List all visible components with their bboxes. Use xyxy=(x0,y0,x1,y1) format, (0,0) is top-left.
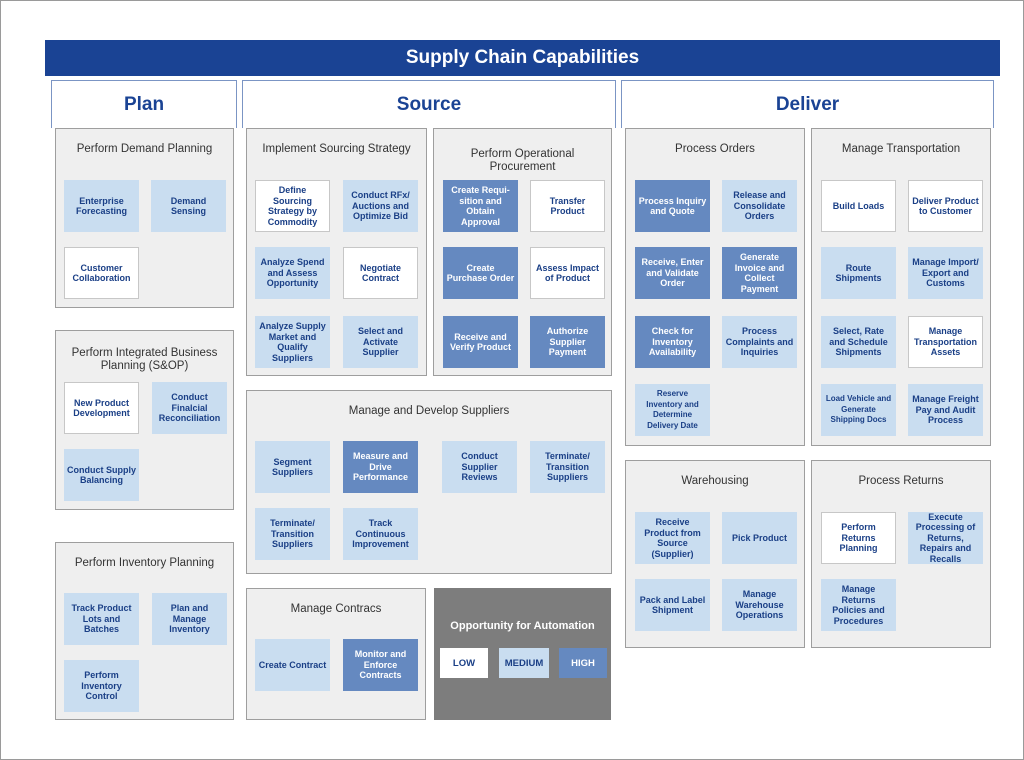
panel-manage-contracts: Manage Contracs Create Contract Monitor … xyxy=(246,588,426,720)
panel-demand-planning: Perform Demand Planning Enterprise Forec… xyxy=(55,128,234,308)
capability-box: Assess Impact of Product xyxy=(530,247,605,299)
capability-box: Process Inquiry and Quote xyxy=(635,180,710,232)
column-header-source: Source xyxy=(242,80,616,128)
legend-medium: MEDIUM xyxy=(499,648,549,678)
panel-title: Manage Contracs xyxy=(290,603,382,615)
capability-box: Perform Inventory Control xyxy=(64,660,139,712)
capability-box: Build Loads xyxy=(821,180,896,232)
capability-box: Execute Processing of Returns, Repairs a… xyxy=(908,512,983,564)
legend-low: LOW xyxy=(440,648,488,678)
panel-title: Implement Sourcing Strategy xyxy=(262,143,411,155)
panel-manage-suppliers: Manage and Develop Suppliers Segment Sup… xyxy=(246,390,612,574)
capability-box: Pack and Label Shipment xyxy=(635,579,710,631)
capability-box: Check for Inventory Availability xyxy=(635,316,710,368)
capability-box: Customer Collaboration xyxy=(64,247,139,299)
panel-title: Warehousing xyxy=(681,475,749,487)
capability-box: Select, Rate and Schedule Shipments xyxy=(821,316,896,368)
capability-box: Enterprise Forecasting xyxy=(64,180,139,232)
panel-process-returns: Process Returns Perform Returns Planning… xyxy=(811,460,991,648)
panel-sop: Perform Integrated Business Planning (S&… xyxy=(55,330,234,510)
capability-box: Release and Consolidate Orders xyxy=(722,180,797,232)
capability-box: Conduct Supply Balancing xyxy=(64,449,139,501)
legend-title: Opportunity for Automation xyxy=(450,620,595,632)
capability-box: Manage Freight Pay and Audit Process xyxy=(908,384,983,436)
panel-title: Perform Integrated Business Planning (S&… xyxy=(71,347,218,372)
capability-box: Demand Sensing xyxy=(151,180,226,232)
capability-box: Transfer Product xyxy=(530,180,605,232)
capability-box: Manage Import/ Export and Customs xyxy=(908,247,983,299)
panel-title: Perform Operational Procurement xyxy=(470,148,575,173)
capability-box: Plan and Manage Inventory xyxy=(152,593,227,645)
capability-box: Track Product Lots and Batches xyxy=(64,593,139,645)
capability-box: Load Vehicle and Generate Shipping Docs xyxy=(821,384,896,436)
panel-manage-transportation: Manage Transportation Build Loads Delive… xyxy=(811,128,991,446)
capability-box: New Product Development xyxy=(64,382,139,434)
panel-title: Process Orders xyxy=(675,143,755,155)
capability-box: Measure and Drive Performance xyxy=(343,441,418,493)
page-title: Supply Chain Capabilities xyxy=(45,40,1000,76)
capability-box: Manage Warehouse Operations xyxy=(722,579,797,631)
capability-box: Analyze Spend and Assess Opportunity xyxy=(255,247,330,299)
capability-box: Conduct Finalcial Reconciliation xyxy=(152,382,227,434)
capability-box: Process Complaints and Inquiries xyxy=(722,316,797,368)
capability-box: Receive and Verify Product xyxy=(443,316,518,368)
capability-box: Terminate/ Transition Suppliers xyxy=(530,441,605,493)
capability-box: Generate Invoice and Collect Payment xyxy=(722,247,797,299)
panel-sourcing-strategy: Implement Sourcing Strategy Define Sourc… xyxy=(246,128,427,376)
panel-title: Manage and Develop Suppliers xyxy=(348,405,510,417)
capability-box: Create Requi-sition and Obtain Approval xyxy=(443,180,518,232)
capability-box: Terminate/ Transition Suppliers xyxy=(255,508,330,560)
legend-high: HIGH xyxy=(559,648,607,678)
panel-title: Manage Transportation xyxy=(841,143,961,155)
capability-box: Track Continuous Improvement xyxy=(343,508,418,560)
capability-box: Segment Suppliers xyxy=(255,441,330,493)
capability-box: Receive, Enter and Validate Order xyxy=(635,247,710,299)
capability-box: Deliver Product to Customer xyxy=(908,180,983,232)
capability-box: Authorize Supplier Payment xyxy=(530,316,605,368)
capability-box: Conduct Supplier Reviews xyxy=(442,441,517,493)
capability-box: Pick Product xyxy=(722,512,797,564)
capability-box: Create Purchase Order xyxy=(443,247,518,299)
capability-box: Reserve Inventory and Determine Delivery… xyxy=(635,384,710,436)
capability-box: Analyze Supply Market and Qualify Suppli… xyxy=(255,316,330,368)
capability-box: Receive Product from Source (Supplier) xyxy=(635,512,710,564)
capability-box: Perform Returns Planning xyxy=(821,512,896,564)
capability-box: Route Shipments xyxy=(821,247,896,299)
panel-title: Perform Inventory Planning xyxy=(74,557,215,569)
capability-box: Conduct RFx/ Auctions and Optimize Bid xyxy=(343,180,418,232)
panel-operational-procurement: Perform Operational Procurement Create R… xyxy=(433,128,612,376)
capability-box: Manage Returns Policies and Procedures xyxy=(821,579,896,631)
column-header-deliver: Deliver xyxy=(621,80,994,128)
capability-box: Define Sourcing Strategy by Commodity xyxy=(255,180,330,232)
panel-process-orders: Process Orders Process Inquiry and Quote… xyxy=(625,128,805,446)
column-header-plan: Plan xyxy=(51,80,237,128)
panel-title: Perform Demand Planning xyxy=(76,143,213,155)
capability-box: Create Contract xyxy=(255,639,330,691)
capability-box: Manage Transportation Assets xyxy=(908,316,983,368)
capability-box: Negotiate Contract xyxy=(343,247,418,299)
panel-warehousing: Warehousing Receive Product from Source … xyxy=(625,460,805,648)
capability-box: Monitor and Enforce Contracts xyxy=(343,639,418,691)
panel-inventory-planning: Perform Inventory Planning Track Product… xyxy=(55,542,234,720)
capability-box: Select and Activate Supplier xyxy=(343,316,418,368)
panel-title: Process Returns xyxy=(858,475,944,487)
